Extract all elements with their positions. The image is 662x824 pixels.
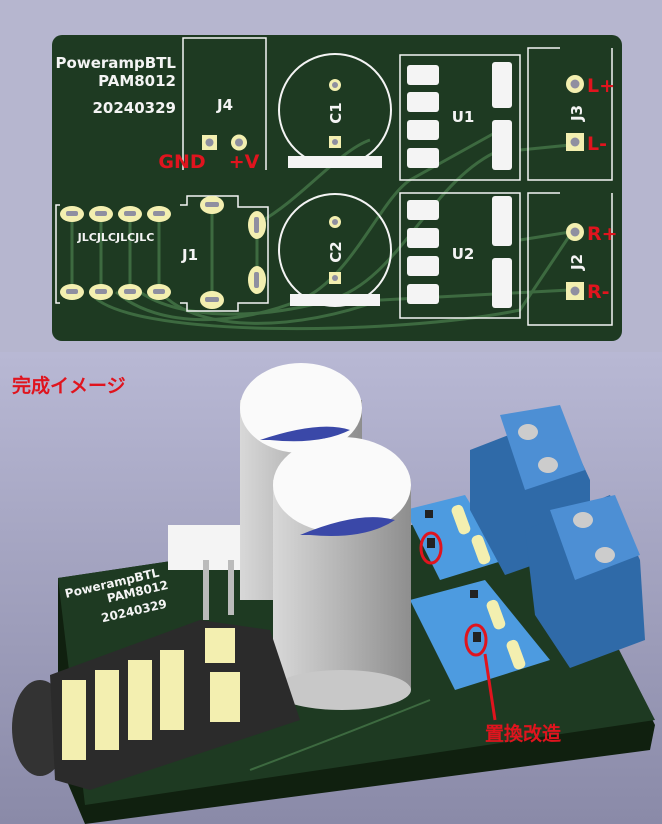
u1-ref: U1 <box>452 108 475 126</box>
rminus-label: R- <box>587 281 610 303</box>
gnd-label: GND <box>158 151 205 173</box>
power-header-3d <box>168 525 248 620</box>
c2-ref: C2 <box>327 241 345 262</box>
board-title-text: PowerampBTL PAM8012 20240329 <box>56 54 177 117</box>
vplus-label: +V <box>229 151 260 173</box>
audio-jack-j1: JLCJLCJLCJLC J1 <box>55 195 269 312</box>
j4-ref: J4 <box>216 96 233 114</box>
highlight-circle-2 <box>464 623 488 657</box>
audio-jack-3d <box>12 620 300 790</box>
module-u2: U2 <box>399 192 521 319</box>
board-date: 20240329 <box>93 99 177 117</box>
module-u1: U1 <box>399 54 521 181</box>
modification-label: 置換改造 <box>485 722 562 745</box>
capacitor-c2: C2 <box>278 193 392 307</box>
terminal-blocks-3d <box>470 405 645 668</box>
highlight-circle-1 <box>419 531 443 565</box>
capacitors-3d <box>240 363 411 710</box>
module-3d <box>405 495 550 721</box>
board-chip: PAM8012 <box>98 72 176 90</box>
terminal-j3: J3 L+ L- <box>527 47 615 181</box>
c1-ref: C1 <box>327 102 345 123</box>
lplus-label: L+ <box>587 75 615 97</box>
render-caption: 完成イメージ <box>12 374 126 397</box>
terminal-j2: J2 R+ R- <box>527 192 618 326</box>
board-name: PowerampBTL <box>56 54 177 72</box>
j3-ref: J3 <box>568 105 586 122</box>
pcb-board <box>52 35 622 341</box>
j2-ref: J2 <box>568 254 586 271</box>
capacitor-c1: C1 <box>278 53 392 168</box>
rplus-label: R+ <box>587 223 618 245</box>
jlc-silk: JLCJLCJLCJLC <box>77 231 155 244</box>
j1-ref: J1 <box>181 246 198 264</box>
lminus-label: L- <box>587 133 607 155</box>
connector-j4: J4 GND +V <box>158 37 267 173</box>
u2-ref: U2 <box>452 245 475 263</box>
